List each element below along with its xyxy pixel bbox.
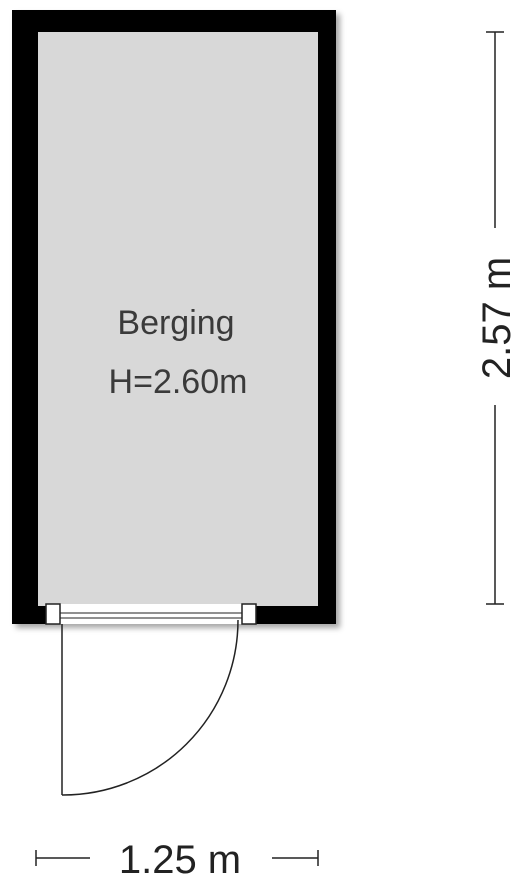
room-floor	[38, 32, 318, 606]
door-frame-right	[241, 603, 257, 625]
width-dimension-label: 1.25 m	[119, 838, 241, 882]
room-height: H=2.60m	[109, 363, 248, 401]
depth-dimension-label: 2.57 m	[475, 257, 519, 379]
door-opening	[46, 604, 256, 624]
door-swing-arc	[61, 619, 239, 796]
door-frame-left	[45, 603, 61, 625]
room-name: Berging	[117, 304, 234, 342]
